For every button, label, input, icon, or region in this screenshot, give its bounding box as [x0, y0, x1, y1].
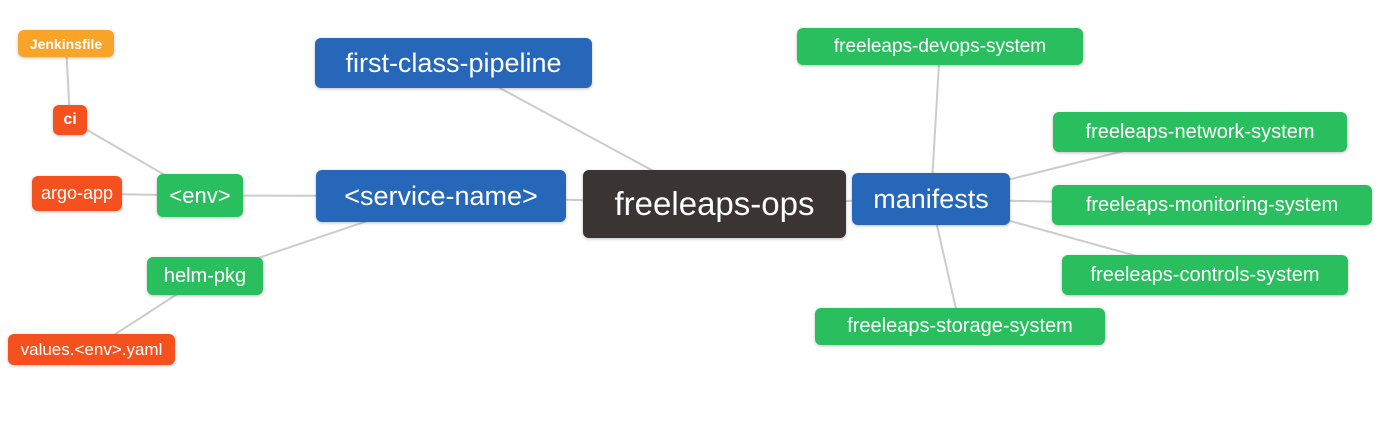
node-helm-pkg[interactable]: helm-pkg: [147, 257, 263, 295]
node-argo-app[interactable]: argo-app: [32, 176, 122, 211]
node-freeleaps-monitoring-system[interactable]: freeleaps-monitoring-system: [1052, 185, 1372, 225]
node-ci[interactable]: ci: [53, 105, 87, 135]
node-freeleaps-ops[interactable]: freeleaps-ops: [583, 170, 846, 238]
node-service-name[interactable]: <service-name>: [316, 170, 566, 222]
node-env[interactable]: <env>: [157, 174, 243, 217]
node-freeleaps-storage-system[interactable]: freeleaps-storage-system: [815, 308, 1105, 345]
node-freeleaps-network-system[interactable]: freeleaps-network-system: [1053, 112, 1347, 152]
node-values-env-yaml[interactable]: values.<env>.yaml: [8, 334, 175, 365]
node-freeleaps-devops-system[interactable]: freeleaps-devops-system: [797, 28, 1083, 65]
node-freeleaps-controls-system[interactable]: freeleaps-controls-system: [1062, 255, 1348, 295]
node-jenkinsfile[interactable]: Jenkinsfile: [18, 30, 114, 57]
node-first-class-pipeline[interactable]: first-class-pipeline: [315, 38, 592, 88]
node-manifests[interactable]: manifests: [852, 173, 1010, 225]
